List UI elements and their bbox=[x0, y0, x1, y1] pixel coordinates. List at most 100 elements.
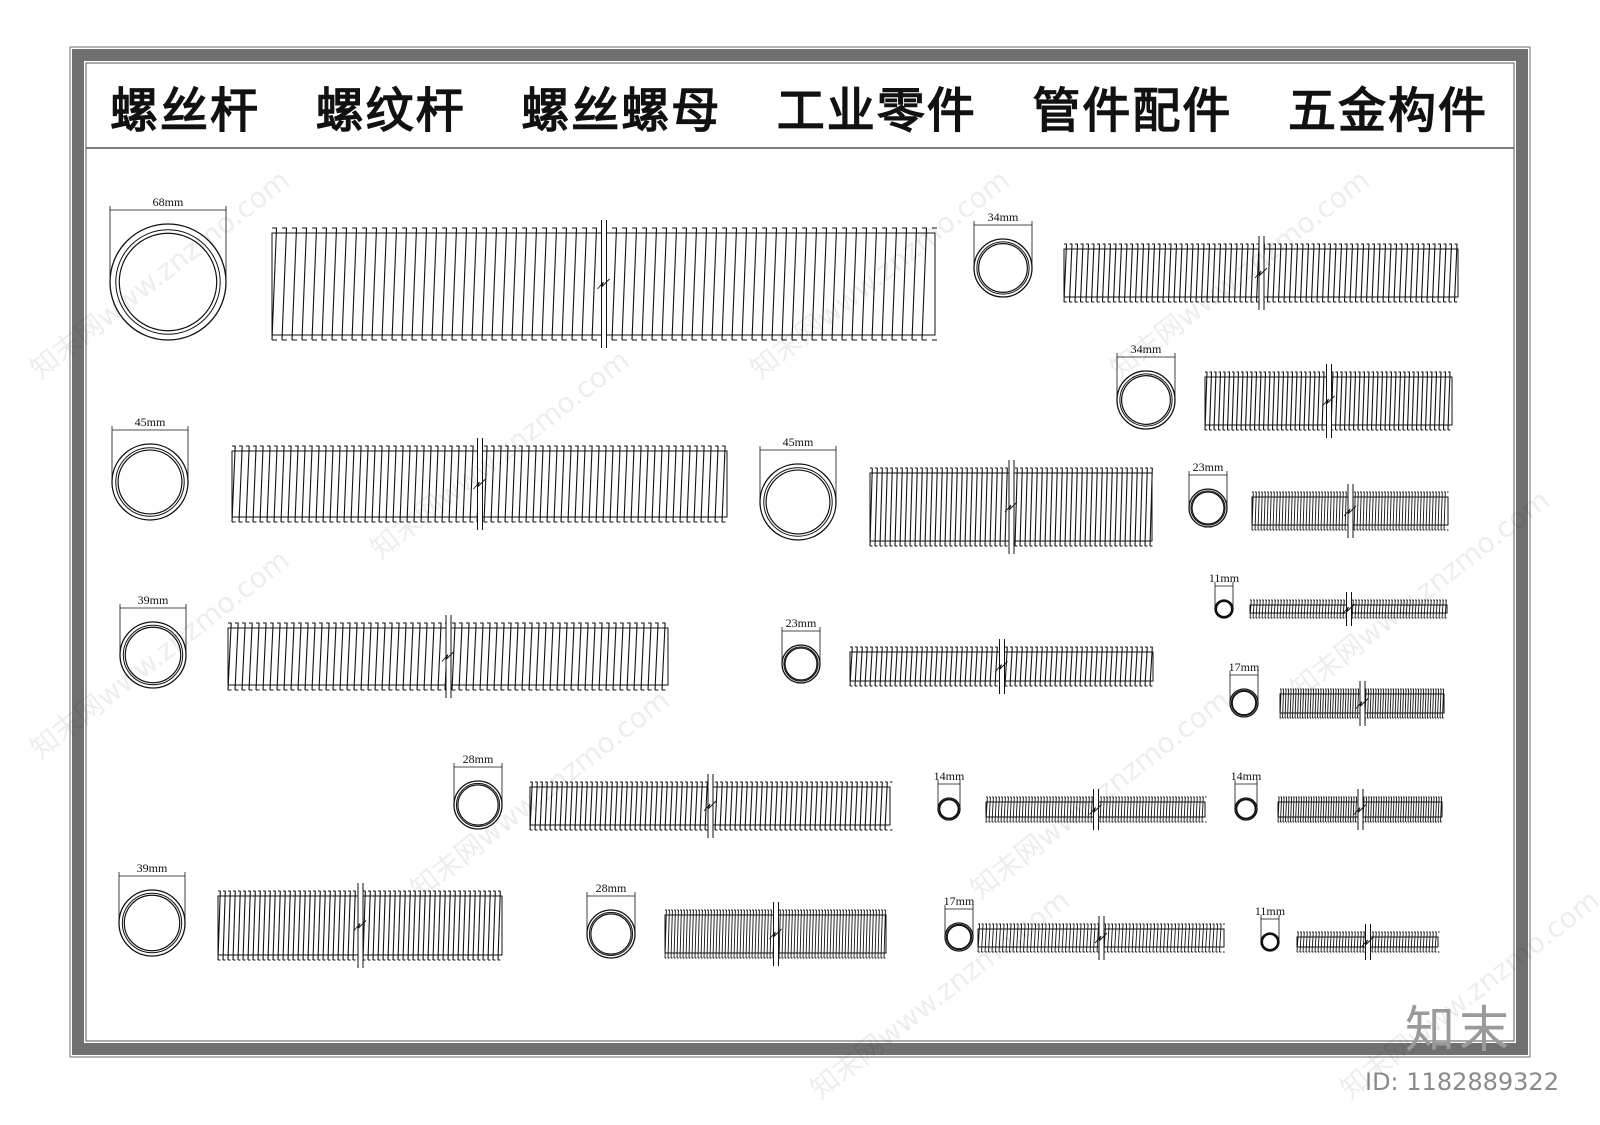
break-mark bbox=[703, 774, 717, 838]
rod-end-ring bbox=[1234, 797, 1258, 821]
rod-end-ring bbox=[937, 797, 961, 821]
rod-end-ring bbox=[1229, 688, 1259, 718]
dimension-line bbox=[759, 446, 837, 502]
threaded-rod-3: 34mm bbox=[1116, 342, 1453, 438]
dimension-line bbox=[1260, 915, 1280, 942]
dimension-line bbox=[944, 905, 974, 937]
dimension-label: 39mm bbox=[137, 861, 168, 875]
threaded-rod-8: 39mm bbox=[119, 593, 669, 698]
title-label-industrial-parts: 工业零件 bbox=[776, 83, 977, 139]
dimension-label: 45mm bbox=[783, 435, 814, 449]
rod-end-ring bbox=[111, 443, 189, 521]
threaded-rod-13: 14mm bbox=[1231, 769, 1443, 830]
dimension-line bbox=[119, 604, 187, 655]
threaded-rod-10: 17mm bbox=[1229, 660, 1445, 726]
break-mark bbox=[1361, 924, 1374, 960]
dimension-label: 14mm bbox=[1231, 769, 1262, 783]
threaded-rod-12: 14mm bbox=[934, 769, 1207, 830]
dimension-label: 28mm bbox=[596, 881, 627, 895]
threaded-rod-5: 45mm bbox=[759, 435, 1153, 554]
dimension-label: 17mm bbox=[1229, 660, 1260, 674]
watermark-layer: 知末网www.znzmo.com知末网www.znzmo.com知末网www.z… bbox=[24, 163, 1600, 1105]
rod-end-ring bbox=[586, 909, 636, 959]
break-mark bbox=[995, 639, 1008, 694]
rod-end-ring bbox=[1188, 488, 1228, 528]
frame-band bbox=[72, 49, 1528, 1055]
break-mark bbox=[1343, 484, 1357, 538]
dimension-line bbox=[109, 206, 227, 282]
title-label-hardware: 五金构件 bbox=[1287, 83, 1488, 139]
dimension-label: 11mm bbox=[1209, 571, 1240, 585]
dimension-label: 68mm bbox=[153, 195, 184, 209]
watermark-text: 知末网www.znzmo.com bbox=[404, 683, 676, 905]
break-mark bbox=[473, 438, 486, 530]
watermark-brand: 知末 bbox=[1405, 1001, 1513, 1059]
rod-end-ring bbox=[781, 644, 821, 684]
threaded-rod-16: 17mm bbox=[944, 894, 1225, 960]
dimension-line bbox=[586, 892, 636, 934]
dimension-label: 45mm bbox=[135, 415, 166, 429]
dimension-label: 28mm bbox=[463, 752, 494, 766]
dimension-line bbox=[1116, 353, 1176, 400]
watermark-text: 知末网www.znzmo.com bbox=[804, 883, 1076, 1105]
dimension-line bbox=[111, 426, 189, 482]
threaded-rod-7: 11mm bbox=[1209, 571, 1448, 626]
dimension-label: 39mm bbox=[138, 593, 169, 607]
watermark-id: ID: 1182889322 bbox=[1365, 1068, 1559, 1096]
title-label-screw-nut: 螺丝螺母 bbox=[521, 83, 722, 139]
threaded-rod-6: 23mm bbox=[1188, 460, 1449, 538]
rod-end-ring bbox=[1260, 932, 1280, 952]
threaded-rod-15: 28mm bbox=[586, 881, 887, 966]
break-mark bbox=[1322, 364, 1335, 438]
watermark-text: 知末网www.znzmo.com bbox=[964, 683, 1236, 905]
break-mark bbox=[1254, 236, 1268, 310]
break-mark bbox=[1089, 789, 1102, 830]
title-label-threaded-rod: 螺纹杆 bbox=[315, 83, 466, 139]
break-mark bbox=[1342, 592, 1355, 626]
threaded-rod-4: 45mm bbox=[111, 415, 728, 530]
break-mark bbox=[353, 883, 367, 968]
threaded-rod-drawings: 68mm 34mm 34mm 45mm 45mm 23mm 11mm 39mm 23mm 17mm… bbox=[109, 195, 1459, 968]
dimension-label: 23mm bbox=[786, 616, 817, 630]
dimension-line bbox=[453, 763, 503, 805]
dimension-line bbox=[973, 221, 1033, 268]
rod-end-ring bbox=[973, 238, 1033, 298]
rod-end-ring bbox=[944, 922, 974, 952]
dimension-label: 34mm bbox=[988, 210, 1019, 224]
rod-end-ring bbox=[118, 889, 186, 957]
rod-body bbox=[985, 796, 1207, 823]
threaded-rod-9: 23mm bbox=[781, 616, 1154, 694]
dimension-line bbox=[118, 872, 186, 923]
dimension-line bbox=[1234, 780, 1258, 809]
watermark-text: 知末网www.znzmo.com bbox=[24, 543, 296, 765]
rod-end-ring bbox=[1214, 599, 1234, 619]
frame-inner bbox=[85, 62, 1515, 1042]
dimension-line bbox=[1229, 671, 1259, 703]
dimension-label: 23mm bbox=[1193, 460, 1224, 474]
threaded-rod-11: 28mm bbox=[453, 752, 893, 838]
threaded-rod-1: 68mm bbox=[109, 195, 937, 348]
title-label-pipe-fittings: 管件配件 bbox=[1032, 83, 1233, 139]
break-mark bbox=[1353, 789, 1367, 830]
dimension-label: 17mm bbox=[944, 894, 975, 908]
rod-body bbox=[1063, 243, 1459, 303]
threaded-rod-17: 11mm bbox=[1255, 904, 1440, 960]
dimension-label: 34mm bbox=[1131, 342, 1162, 356]
break-mark bbox=[1094, 916, 1108, 960]
break-mark bbox=[769, 902, 782, 966]
threaded-rod-14: 39mm bbox=[118, 861, 503, 968]
watermark-text: 知末网www.znzmo.com bbox=[364, 343, 636, 565]
rod-body bbox=[1279, 688, 1445, 719]
break-mark bbox=[1355, 681, 1369, 726]
break-mark bbox=[597, 220, 610, 348]
break-mark bbox=[1004, 460, 1018, 554]
page-title: 螺丝杆 螺纹杆 螺丝螺母 工业零件 管件配件 五金构件 bbox=[86, 66, 1512, 146]
dimension-label: 14mm bbox=[934, 769, 965, 783]
dimension-line bbox=[1214, 582, 1234, 609]
rod-end-ring bbox=[759, 463, 837, 541]
dimension-label: 11mm bbox=[1255, 904, 1286, 918]
frame-outer bbox=[69, 46, 1531, 1058]
threaded-rod-2: 34mm bbox=[973, 210, 1459, 310]
dimension-line bbox=[1188, 471, 1228, 508]
